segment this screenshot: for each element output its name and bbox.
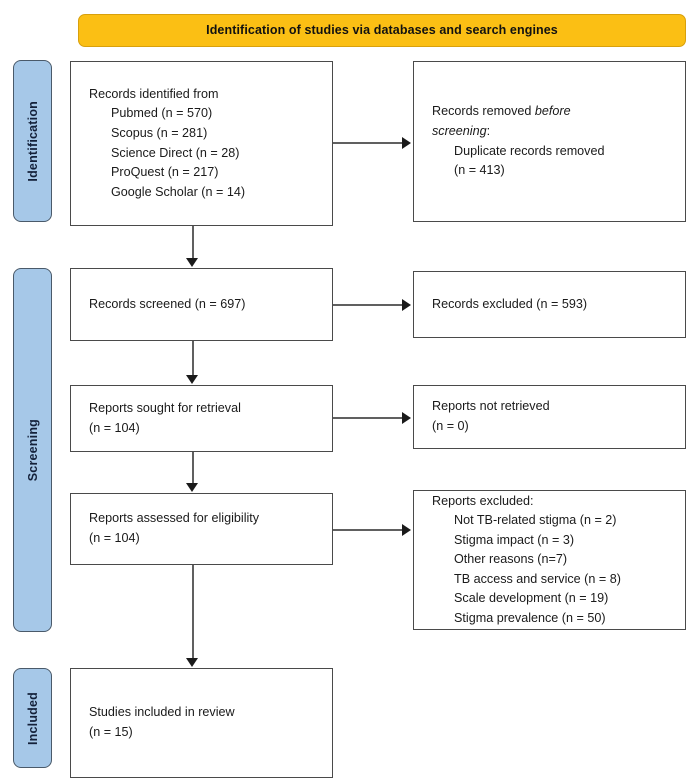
reports-not-retrieved-count: (n = 0) <box>432 419 469 433</box>
reason-not-tb-related: Not TB-related stigma (n = 2) <box>454 513 617 528</box>
box-records-excluded: Records excluded (n = 593) <box>413 271 686 338</box>
arrowhead-sought-to-not-retrieved <box>402 412 411 424</box>
reason-stigma-impact: Stigma impact (n = 3) <box>454 532 575 547</box>
arrowhead-identified-to-screened <box>186 258 198 267</box>
reason-scale-development: Scale development (n = 19) <box>454 591 609 606</box>
box-reports-not-retrieved: Reports not retrieved (n = 0) <box>413 385 686 449</box>
connector-identified-to-screened <box>192 226 194 259</box>
records-removed-colon: : <box>486 123 491 138</box>
stage-included-text: Included <box>25 691 40 745</box>
source-pubmed: Pubmed (n = 570) <box>111 106 213 121</box>
reports-assessed-count: (n = 104) <box>89 531 140 545</box>
studies-included-label: Studies included in review <box>89 705 235 720</box>
records-removed-before: before <box>534 104 571 119</box>
reports-sought-count: (n = 104) <box>89 420 140 435</box>
box-reports-assessed: Reports assessed for eligibility (n = 10… <box>70 493 333 565</box>
box-reports-sought: Reports sought for retrieval (n = 104) <box>70 385 333 452</box>
arrowhead-assessed-to-excluded-reports <box>402 524 411 536</box>
stage-label-screening: Screening <box>13 268 52 632</box>
records-removed-line2: screening: <box>432 122 685 142</box>
reason-tb-access-service: TB access and service (n = 8) <box>454 571 621 586</box>
stage-label-identification: Identification <box>13 60 52 222</box>
source-science-direct: Science Direct (n = 28) <box>111 145 240 160</box>
source-proquest: ProQuest (n = 217) <box>111 165 219 180</box>
records-removed-line1: Records removed before <box>432 102 685 122</box>
box-records-screened: Records screened (n = 697) <box>70 268 333 341</box>
reports-not-retrieved-label: Reports not retrieved <box>432 399 550 414</box>
stage-label-included: Included <box>13 668 52 768</box>
arrowhead-sought-to-assessed <box>186 483 198 492</box>
reports-assessed-label: Reports assessed for eligibility <box>89 511 260 526</box>
arrowhead-screened-to-sought <box>186 375 198 384</box>
connector-sought-to-assessed <box>192 452 194 484</box>
reason-stigma-prevalence: Stigma prevalence (n = 50) <box>454 610 606 625</box>
reports-excluded-heading: Reports excluded: <box>432 493 534 508</box>
box-reports-excluded: Reports excluded: Not TB-related stigma … <box>413 490 686 630</box>
reason-other: Other reasons (n=7) <box>454 552 568 567</box>
identification-banner: Identification of studies via databases … <box>78 14 686 47</box>
duplicate-records-count: (n = 413) <box>454 163 505 178</box>
arrowhead-identified-to-removed <box>402 137 411 149</box>
records-removed-prefix: Records removed <box>432 104 535 119</box>
records-excluded-text: Records excluded (n = 593) <box>432 296 588 311</box>
box-records-identified: Records identified from Pubmed (n = 570)… <box>70 61 333 226</box>
stage-identification-text: Identification <box>25 100 40 182</box>
reports-sought-label: Reports sought for retrieval <box>89 400 241 415</box>
stage-screening-text: Screening <box>25 418 40 482</box>
records-screened-text: Records screened (n = 697) <box>89 296 246 311</box>
records-identified-heading: Records identified from <box>89 86 219 101</box>
records-removed-screening: screening <box>432 123 487 138</box>
studies-included-count: (n = 15) <box>89 725 133 739</box>
duplicate-records-removed: Duplicate records removed <box>454 143 605 158</box>
source-google-scholar: Google Scholar (n = 14) <box>111 184 246 199</box>
arrowhead-assessed-to-included <box>186 658 198 667</box>
banner-title: Identification of studies via databases … <box>206 23 558 38</box>
source-scopus: Scopus (n = 281) <box>111 125 208 140</box>
box-studies-included: Studies included in review (n = 15) <box>70 668 333 778</box>
arrowhead-screened-to-excluded <box>402 299 411 311</box>
connector-assessed-to-excluded-reports <box>333 529 403 531</box>
connector-assessed-to-included <box>192 565 194 659</box>
connector-screened-to-sought <box>192 341 194 376</box>
connector-screened-to-excluded <box>333 304 403 306</box>
connector-sought-to-not-retrieved <box>333 417 403 419</box>
box-records-removed: Records removed before screening: Duplic… <box>413 61 686 222</box>
connector-identified-to-removed <box>333 142 403 144</box>
